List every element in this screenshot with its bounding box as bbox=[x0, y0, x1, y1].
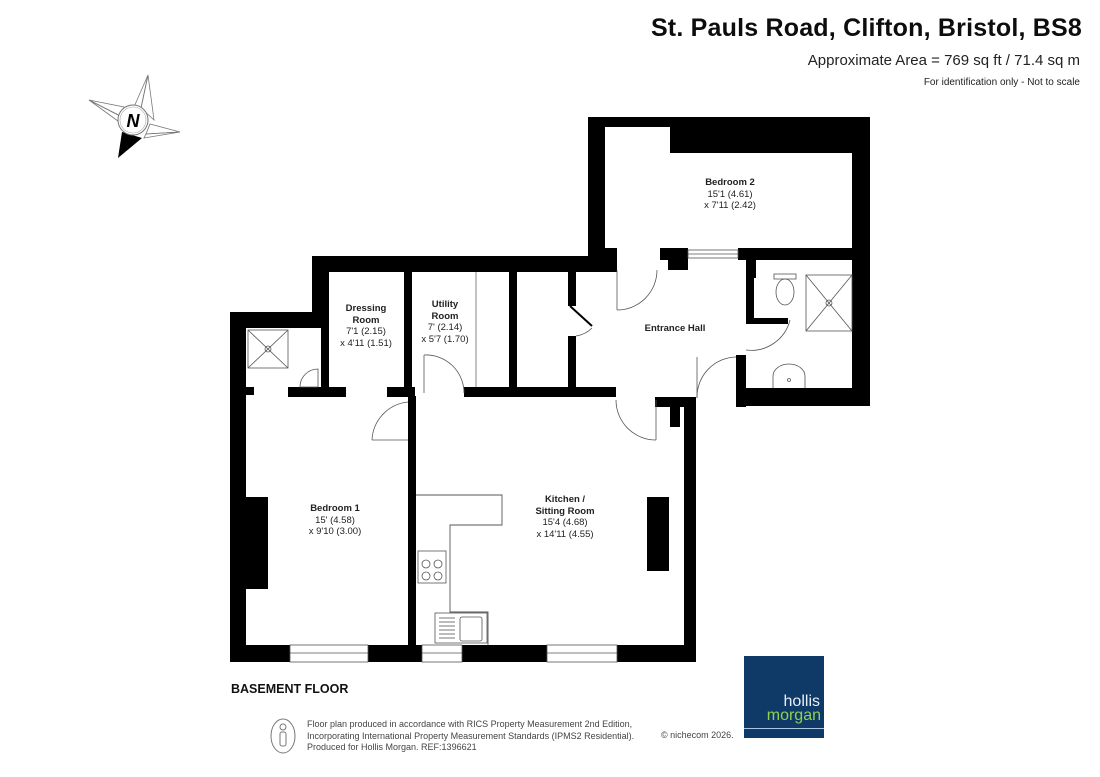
room-label-kitchen-sitting-room: Kitchen / Sitting Room 15'4 (4.68) x 14'… bbox=[535, 494, 595, 540]
windows bbox=[289, 249, 739, 663]
walls bbox=[230, 117, 870, 662]
shower-tray-right bbox=[805, 274, 853, 332]
hollis-morgan-logo: hollis morgan bbox=[744, 656, 824, 738]
sink bbox=[434, 612, 488, 644]
footer-text: Floor plan produced in accordance with R… bbox=[307, 719, 635, 752]
room-label-bedroom-1: Bedroom 1 15' (4.58) x 9'10 (3.00) bbox=[308, 503, 362, 537]
wash-basin bbox=[772, 363, 806, 388]
doors bbox=[371, 269, 791, 441]
approximate-area: Approximate Area = 769 sq ft / 71.4 sq m bbox=[807, 52, 1080, 69]
floor-label: BASEMENT FLOOR bbox=[231, 682, 349, 696]
hob bbox=[417, 550, 447, 584]
toilet bbox=[773, 273, 797, 306]
north-arrow-icon: N bbox=[88, 74, 181, 158]
kitchen-counter bbox=[416, 494, 503, 645]
property-title: St. Pauls Road, Clifton, Bristol, BS8 bbox=[650, 14, 1082, 42]
room-label-entrance-hall: Entrance Hall bbox=[644, 323, 706, 334]
room-label-bedroom-2: Bedroom 2 15'1 (4.61) x 7'11 (2.42) bbox=[704, 177, 756, 211]
room-label-utility-room: Utility Room 7' (2.14) x 5'7 (1.70) bbox=[421, 299, 469, 345]
scale-note: For identification only - Not to scale bbox=[923, 77, 1080, 88]
room-label-dressing-room: Dressing Room 7'1 (2.15) x 4'11 (1.51) bbox=[340, 303, 392, 349]
corner-basin bbox=[299, 368, 319, 388]
svg-text:N: N bbox=[127, 111, 141, 131]
shower-tray-left bbox=[247, 329, 289, 369]
person-icon bbox=[270, 718, 296, 754]
copyright: © nichecom 2026. bbox=[661, 730, 734, 740]
